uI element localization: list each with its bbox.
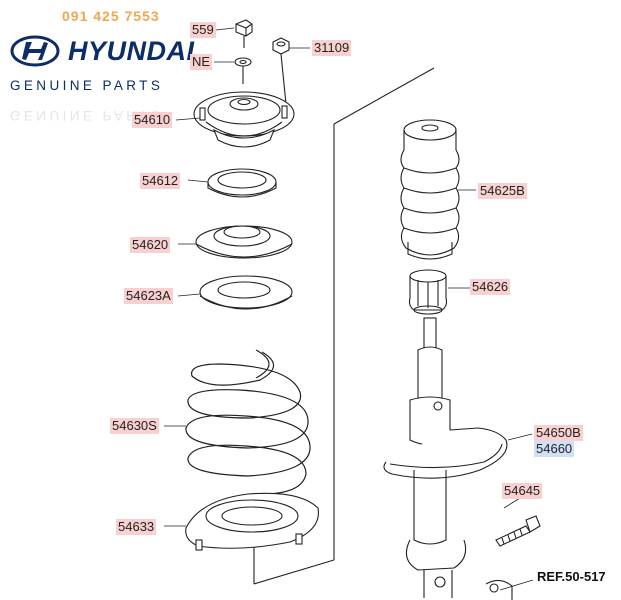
leader-lines [164,27,534,591]
mount-bolt [495,515,541,547]
part-label-54612: 54612 [140,173,181,189]
tagline: GENUINE PARTS [10,78,164,93]
nut-top [235,19,253,48]
part-label-54625b: 54625B [478,183,527,199]
strut-body [383,317,508,598]
bearing [207,168,277,198]
part-label-ne: NE [190,54,213,70]
part-label-54630s: 54630S [110,418,159,434]
exploded-view-frame [253,67,435,585]
hyundai-emblem-icon [10,35,60,67]
part-label-54623a: 54623A [124,288,173,304]
brand-name: HYUNDAI [68,35,195,66]
part-label-54610: 54610 [132,112,173,128]
part-label-559: 559 [190,22,216,38]
bump-stop [408,269,448,315]
part-label-31109: 31109 [312,40,352,56]
part-label-54633: 54633 [116,519,157,535]
part-label-54660: 54660 [534,441,575,457]
nut-31109 [272,37,290,105]
strut-mount [193,91,295,148]
knuckle-ref [485,579,513,600]
reference-note: REF.50-517 [537,569,606,584]
dust-cover [400,119,460,260]
upper-spring-pad [199,275,293,310]
part-label-54620: 54620 [130,237,171,253]
part-label-54645: 54645 [502,483,543,499]
upper-spring-seat [195,225,293,259]
phone-number: 091 425 7553 [62,8,160,24]
part-label-54650b: 54650B [534,425,583,441]
part-label-54626: 54626 [470,279,511,295]
coil-spring [185,349,311,495]
lower-spring-seat [185,492,319,551]
hyundai-logo: HYUNDAI [10,34,195,68]
washer-small [234,57,252,84]
